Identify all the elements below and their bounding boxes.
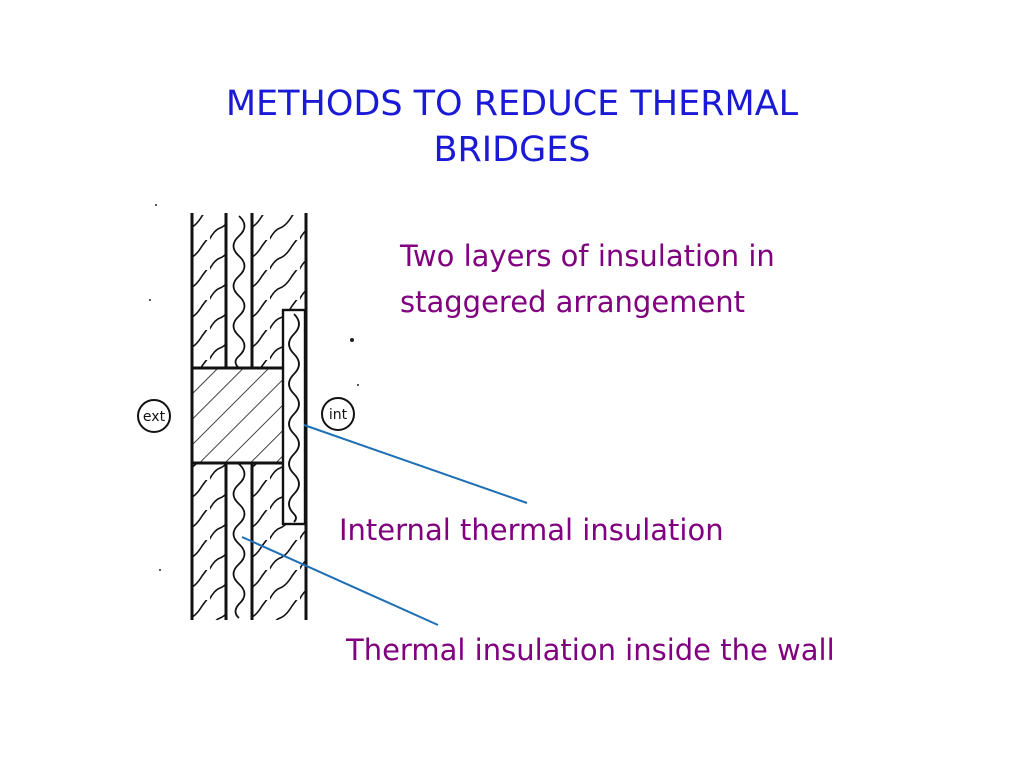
- leader-line-wall-insulation: [241, 536, 439, 626]
- callout-staggered-line-1: Two layers of insulation in: [400, 239, 775, 273]
- exterior-label: ext: [143, 409, 166, 425]
- scan-specks: [149, 204, 359, 571]
- interior-marker-circle: [321, 397, 355, 431]
- interior-marker: int: [321, 397, 355, 431]
- callout-staggered-line-2: staggered arrangement: [400, 285, 746, 319]
- cavity-insulation-lower: [232, 463, 246, 619]
- internal-insulation-zigzag: [288, 313, 300, 523]
- interior-label: int: [329, 407, 348, 423]
- slide-title-line-2: BRIDGES: [433, 130, 591, 171]
- exterior-marker: ext: [137, 399, 171, 433]
- callout-staggered-arrangement: Two layers of insulation in staggered ar…: [400, 233, 775, 325]
- callout-wall-insulation: Thermal insulation inside the wall: [346, 633, 835, 667]
- internal-insulation-strip: [281, 308, 307, 526]
- lintel-hatch: [190, 366, 286, 465]
- cavity-insulation-upper: [232, 215, 246, 369]
- slide-title: METHODS TO REDUCE THERMAL BRIDGES: [0, 81, 1024, 173]
- exterior-marker-circle: [137, 399, 171, 433]
- slide-title-line-1: METHODS TO REDUCE THERMAL: [225, 84, 799, 125]
- leader-line-internal-insulation: [303, 424, 528, 504]
- callout-internal-insulation: Internal thermal insulation: [339, 513, 724, 547]
